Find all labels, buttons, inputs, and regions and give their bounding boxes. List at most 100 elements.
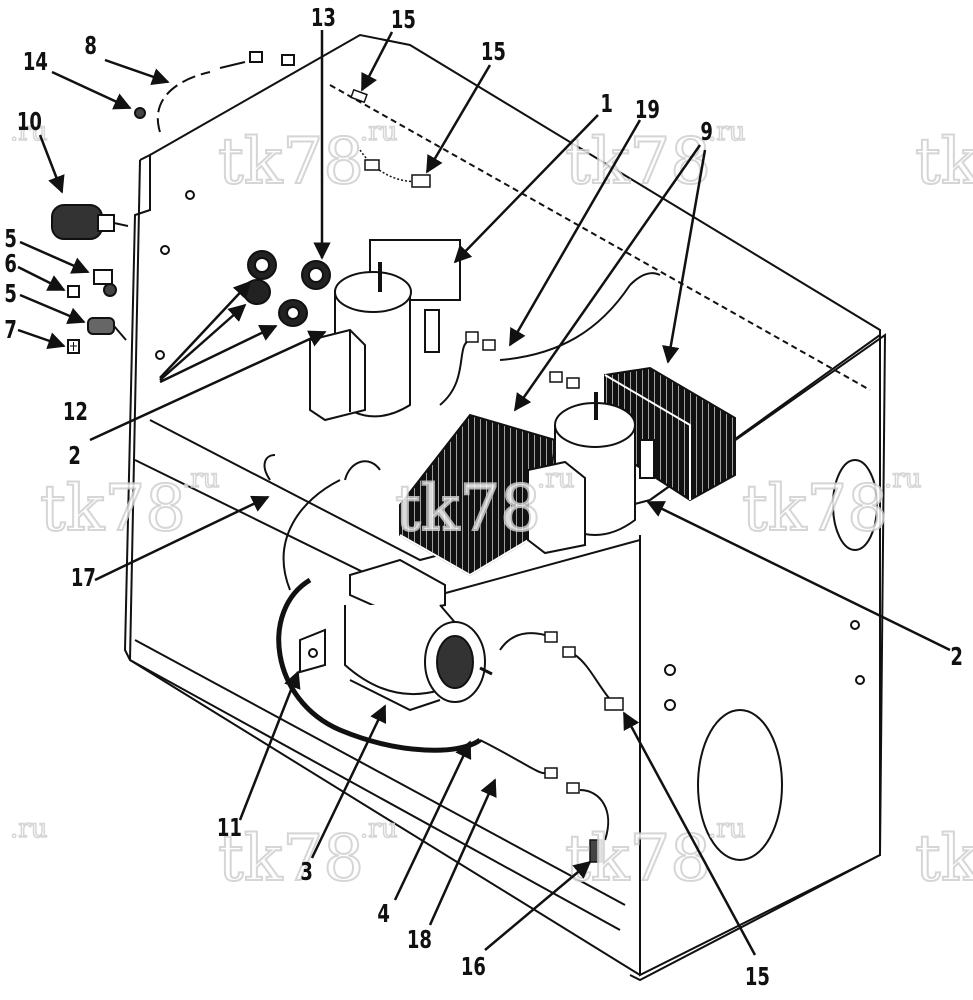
callout-15: 15	[391, 6, 416, 35]
bottom-rail-inner	[134, 639, 626, 906]
callout-1: 1	[600, 90, 613, 119]
upper-motor	[309, 239, 461, 422]
watermarks: tk78.ru tk78.ru tk78 tk78.ru tk78.ru tk7…	[9, 116, 973, 897]
watermark: tk78.ru	[217, 813, 398, 897]
svg-text:tk78: tk78	[915, 822, 973, 896]
terminal-bolt-lower	[87, 317, 127, 341]
left-panel-edge	[129, 159, 141, 661]
svg-text:tk78: tk78	[218, 125, 364, 199]
svg-text:.ru: .ru	[708, 814, 745, 844]
motor-terminal-box	[349, 558, 446, 617]
svg-text:tk78: tk78	[40, 472, 186, 546]
leader-2b	[646, 500, 951, 652]
callout-16: 16	[461, 953, 486, 982]
knob-lower-right	[278, 299, 308, 327]
svg-text:.ru: .ru	[360, 814, 397, 844]
loose-fittings	[51, 51, 295, 354]
callout-18: 18	[407, 926, 432, 955]
watermark: tk78.ru	[564, 813, 746, 897]
svg-text:.ru: .ru	[182, 464, 219, 494]
callout-7: 7	[4, 316, 17, 345]
svg-text:.ru: .ru	[537, 464, 574, 494]
connector-plug	[549, 371, 563, 383]
connectors	[350, 88, 624, 863]
motor-junction-box	[309, 328, 366, 422]
motor-foot	[349, 679, 441, 712]
watermark: tk78	[914, 124, 973, 200]
panel-hole	[185, 190, 195, 200]
leader-16	[484, 860, 592, 951]
svg-text:.ru: .ru	[708, 117, 745, 147]
leader-4	[393, 740, 472, 901]
callout-9: 9	[700, 118, 713, 147]
watermark: .ru	[9, 116, 48, 148]
washer-14	[134, 107, 146, 119]
right-panel	[639, 333, 887, 977]
right-panel-opening-large	[697, 709, 783, 861]
panel-hole	[664, 699, 676, 711]
svg-text:.ru: .ru	[10, 117, 47, 147]
bottom-rail	[129, 659, 621, 931]
leader-2a	[89, 330, 327, 442]
watermark: tk78.ru	[39, 463, 220, 547]
lead-15-upper	[359, 149, 431, 183]
motor-end-cap	[334, 271, 412, 313]
motor-switch	[639, 439, 655, 479]
callout-15: 15	[745, 963, 770, 992]
leader-1	[453, 114, 599, 264]
callout-2: 2	[68, 442, 81, 471]
motor-switch	[424, 309, 440, 353]
insulator-6	[67, 285, 80, 298]
leader-7	[17, 328, 66, 350]
connector-plug	[465, 331, 479, 343]
svg-text:.ru: .ru	[360, 117, 397, 147]
fuse-holder-15	[411, 174, 431, 188]
knob-upper-left	[247, 250, 277, 280]
connector-plug	[482, 339, 496, 351]
callout-10: 10	[17, 108, 42, 137]
motor-lead	[439, 339, 471, 406]
leader-19	[508, 119, 642, 347]
callout-11: 11	[217, 814, 242, 843]
svg-text:tk78: tk78	[565, 822, 711, 896]
leader-14	[51, 70, 132, 110]
connector-10	[51, 204, 129, 240]
callout-17: 17	[71, 564, 96, 593]
back-wall	[149, 33, 881, 982]
motor-junction-box	[527, 460, 586, 555]
leader-17	[94, 495, 270, 582]
callout-15: 15	[481, 38, 506, 67]
svg-text:tk78: tk78	[218, 822, 364, 896]
watermark: .ru	[9, 813, 48, 845]
callout-12: 12	[63, 398, 88, 427]
svg-text:tk78: tk78	[915, 125, 973, 199]
callout-14: 14	[23, 48, 48, 77]
right-lead	[499, 632, 546, 651]
lead-16	[579, 789, 610, 841]
callout-2: 2	[950, 643, 963, 672]
svg-text:tk78: tk78	[395, 472, 541, 546]
panel-hole	[664, 664, 676, 676]
connector-plug	[562, 646, 576, 658]
leader-12b	[159, 303, 247, 381]
svg-text:tk78: tk78	[742, 472, 888, 546]
leader-8	[104, 58, 170, 86]
connector-plug	[544, 631, 558, 643]
probe-16	[589, 839, 603, 863]
callout-8: 8	[84, 32, 97, 61]
callout-6: 6	[4, 250, 17, 279]
fuse-holder-15	[604, 697, 624, 711]
connector-plug	[566, 782, 580, 794]
leader-15b	[425, 64, 492, 174]
motor-fan-grille	[436, 635, 474, 689]
lead-to-heatsink	[499, 284, 631, 361]
leader-12c	[159, 324, 278, 384]
panel-hole	[855, 675, 865, 685]
leader-10	[38, 134, 65, 194]
panel-hole	[155, 350, 165, 360]
watermark: tk78.ru	[217, 116, 398, 200]
fuse-holder-15	[350, 88, 368, 104]
panel-hole	[850, 620, 860, 630]
knob-upper-right	[301, 260, 331, 290]
